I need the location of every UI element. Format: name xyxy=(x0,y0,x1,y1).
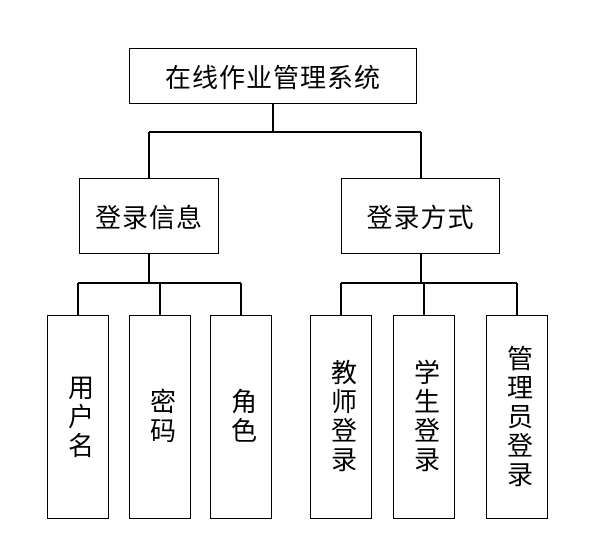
username-node: 用户名 xyxy=(47,315,109,519)
teacher-login-node: 教师登录 xyxy=(310,315,372,519)
login-method-label: 登录方式 xyxy=(366,203,475,234)
password-node: 密码 xyxy=(129,315,191,519)
root-node-label: 在线作业管理系统 xyxy=(164,63,381,94)
student-login-node: 学生登录 xyxy=(393,315,455,519)
login-info-label: 登录信息 xyxy=(94,203,203,234)
admin-login-node: 管理员登录 xyxy=(486,315,548,519)
login-info-node: 登录信息 xyxy=(79,178,219,254)
login-method-node: 登录方式 xyxy=(341,178,500,254)
student-login-label: 学生登录 xyxy=(409,359,440,475)
password-label: 密码 xyxy=(145,388,176,446)
admin-login-label: 管理员登录 xyxy=(502,344,533,490)
role-label: 角色 xyxy=(226,388,257,446)
teacher-login-label: 教师登录 xyxy=(326,359,357,475)
username-label: 用户名 xyxy=(63,373,94,461)
root-node: 在线作业管理系统 xyxy=(129,48,417,104)
role-node: 角色 xyxy=(210,315,272,519)
